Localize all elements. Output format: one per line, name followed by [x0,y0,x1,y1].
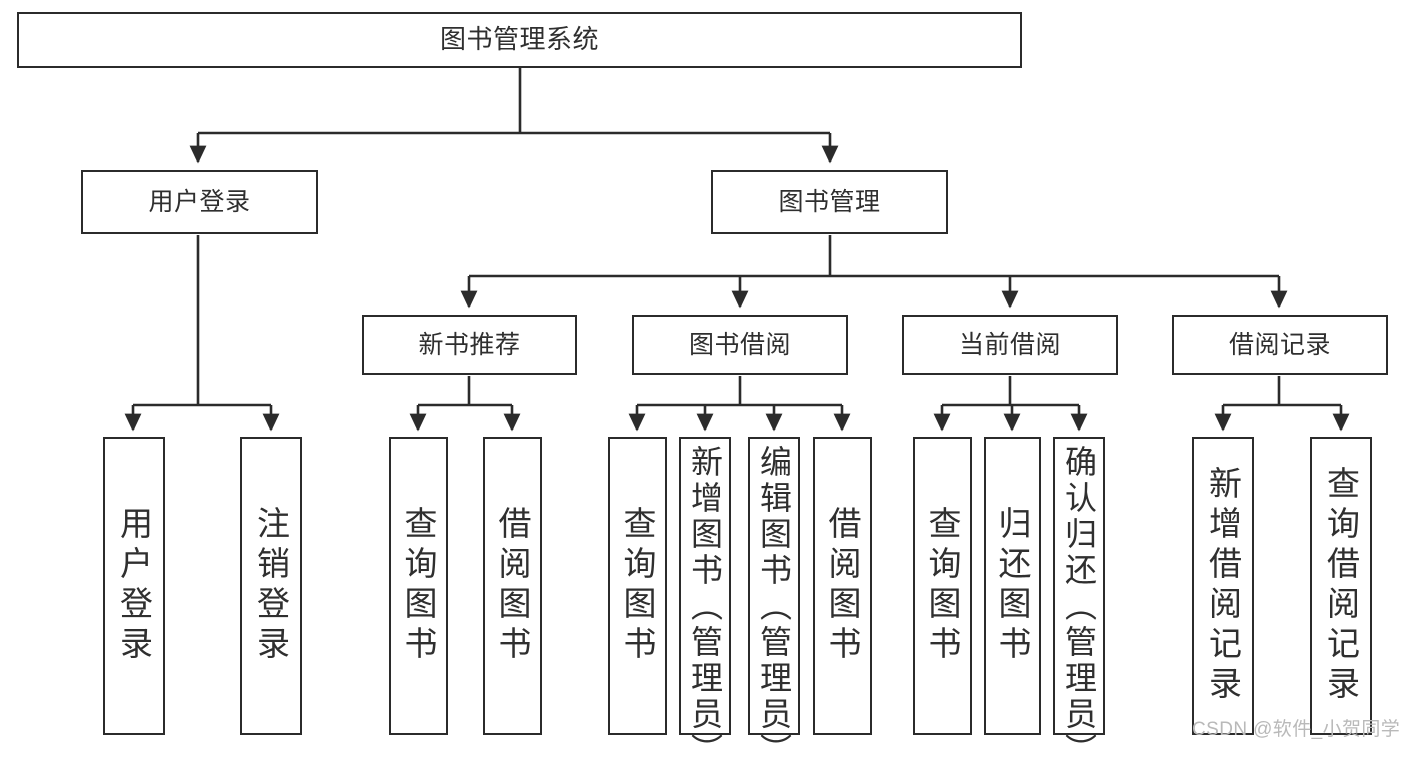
node-leaf-query-book-3[interactable]: 查询图书 [913,437,972,735]
node-current-borrow[interactable]: 当前借阅 [902,315,1118,375]
node-label: 注销登录 [252,506,290,666]
node-label: 新增图书（管理员） [687,445,723,769]
node-root-system[interactable]: 图书管理系统 [17,12,1022,68]
node-label: 查询图书 [619,506,656,666]
node-label: 归还图书 [994,506,1031,666]
node-label: 用户登录 [115,506,153,666]
node-label: 确认归还（管理员） [1061,445,1097,769]
node-label: 查询图书 [400,506,437,666]
node-leaf-edit-book[interactable]: 编辑图书（管理员） [748,437,800,769]
node-label: 新书推荐 [418,331,521,359]
node-label: 图书借阅 [688,331,791,359]
node-leaf-add-record[interactable]: 新增借阅记录 [1192,437,1254,735]
node-leaf-return-book[interactable]: 归还图书 [984,437,1041,735]
node-label: 用户登录 [148,188,251,216]
node-book-borrow[interactable]: 图书借阅 [632,315,848,375]
node-label: 查询借阅记录 [1322,466,1360,706]
node-label: 当前借阅 [958,331,1061,359]
node-label: 新增借阅记录 [1204,466,1242,706]
node-new-book-recommend[interactable]: 新书推荐 [362,315,577,375]
node-label: 借阅图书 [824,506,861,666]
diagram-canvas: 图书管理系统 用户登录 图书管理 新书推荐 图书借阅 当前借阅 借阅记录 用户登… [17,12,1401,769]
node-user-login[interactable]: 用户登录 [81,170,318,234]
node-book-management[interactable]: 图书管理 [711,170,948,234]
node-leaf-user-logout[interactable]: 注销登录 [240,437,302,735]
node-leaf-query-record[interactable]: 查询借阅记录 [1310,437,1372,735]
node-label: 图书管理系统 [439,24,599,55]
node-label: 编辑图书（管理员） [756,445,792,769]
node-leaf-user-login[interactable]: 用户登录 [103,437,165,735]
node-label: 查询图书 [924,506,961,666]
node-leaf-confirm-return[interactable]: 确认归还（管理员） [1053,437,1105,769]
node-label: 借阅图书 [494,506,531,666]
node-leaf-borrow-book-1[interactable]: 借阅图书 [483,437,542,735]
csdn-watermark: CSDN @软件_小贺同学 [1192,719,1401,740]
node-label: 图书管理 [778,188,881,216]
node-borrow-records[interactable]: 借阅记录 [1172,315,1388,375]
node-leaf-add-book[interactable]: 新增图书（管理员） [679,437,731,769]
node-leaf-query-book-2[interactable]: 查询图书 [608,437,667,735]
node-label: 借阅记录 [1228,331,1331,359]
connector-lines [124,68,1350,432]
node-leaf-query-book-1[interactable]: 查询图书 [389,437,448,735]
node-leaf-borrow-book-2[interactable]: 借阅图书 [813,437,872,735]
